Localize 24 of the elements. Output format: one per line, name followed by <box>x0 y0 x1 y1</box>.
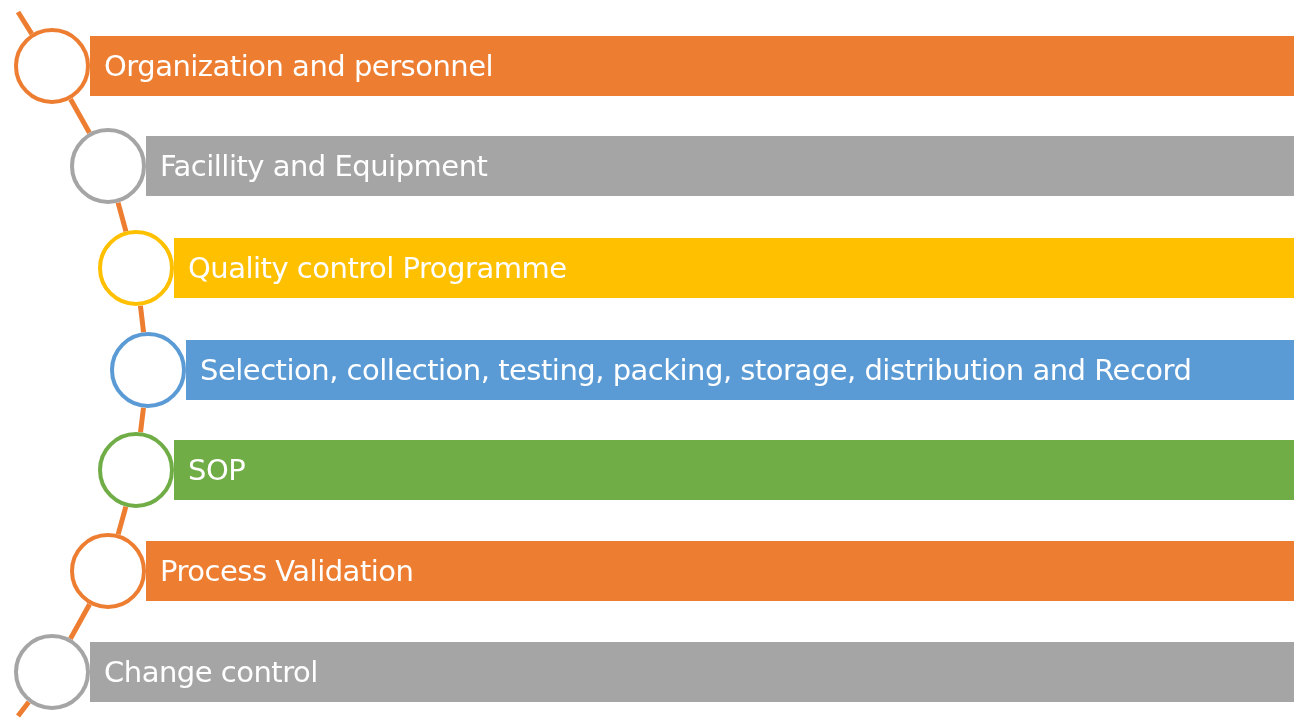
circle-marker <box>14 28 90 104</box>
list-band <box>186 340 1294 400</box>
list-band <box>174 238 1294 298</box>
connector-line <box>15 10 34 36</box>
connector-line <box>16 700 31 718</box>
list-band <box>146 541 1294 601</box>
list-band <box>90 36 1294 96</box>
list-band <box>90 642 1294 702</box>
circle-marker <box>14 634 90 710</box>
item-label: Change control <box>104 655 318 689</box>
connector-line <box>138 407 146 433</box>
item-label: Organization and personnel <box>104 49 494 83</box>
list-band <box>174 440 1294 500</box>
item-label: Selection, collection, testing, packing, storage, distribution and Record <box>200 353 1192 387</box>
item-label: SOP <box>188 453 246 487</box>
connector-line <box>115 201 129 233</box>
connector-line <box>137 305 147 333</box>
item-label: Quality control Programme <box>188 251 567 285</box>
item-label: Process Validation <box>160 554 414 588</box>
item-label: Facillity and Equipment <box>160 149 488 183</box>
connector-line <box>68 97 92 135</box>
list-band <box>146 136 1294 196</box>
connector-line <box>115 505 129 536</box>
connector-line <box>68 603 92 640</box>
